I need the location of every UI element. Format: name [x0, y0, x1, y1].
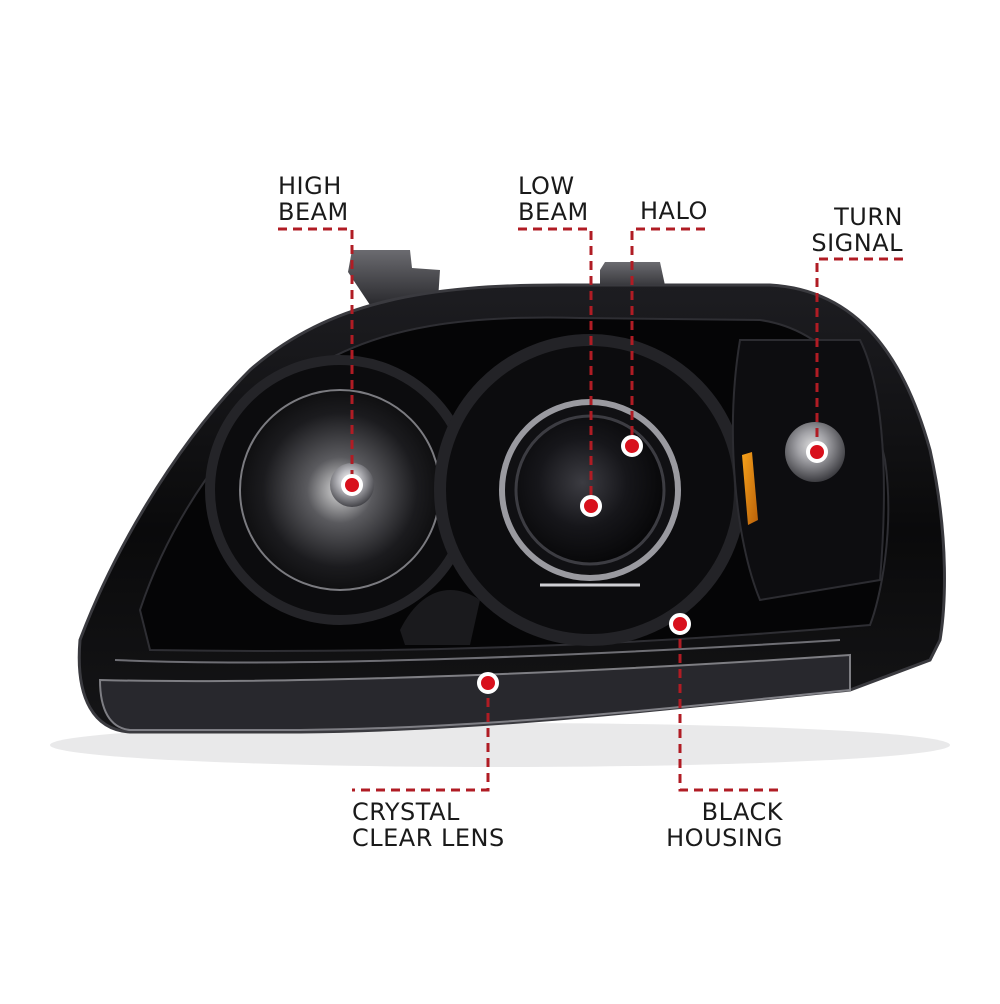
- label-high-beam-line2: BEAM: [278, 198, 349, 226]
- label-low-beam: LOW BEAM: [518, 173, 589, 225]
- label-black-housing-line1: BLACK: [701, 798, 783, 826]
- label-turn-signal: TURN SIGNAL: [811, 204, 903, 256]
- center-divider: [400, 590, 480, 645]
- callout-dot-crystal-clear-lens: [477, 672, 499, 694]
- callout-dot-low-beam: [580, 495, 602, 517]
- label-high-beam-line1: HIGH: [278, 172, 342, 200]
- label-crystal-clear-lens-line2: CLEAR LENS: [352, 824, 505, 852]
- crystal-clear-lens-trim: [98, 653, 851, 731]
- callout-line-low-beam: [518, 227, 593, 505]
- label-turn-signal-line2: SIGNAL: [811, 229, 903, 257]
- label-halo-line1: HALO: [640, 197, 708, 225]
- label-crystal-clear-lens-line1: CRYSTAL: [352, 798, 460, 826]
- lens-edge-highlight: [114, 639, 841, 664]
- callout-dots: [341, 435, 828, 694]
- callout-dot-high-beam: [341, 474, 363, 496]
- callout-dot-halo: [621, 435, 643, 457]
- callout-dot-black-housing: [669, 613, 691, 635]
- label-black-housing-line2: HOUSING: [666, 824, 783, 852]
- callout-dot-turn-signal: [806, 441, 828, 463]
- callout-line-turn-signal: [815, 257, 903, 452]
- label-crystal-clear-lens: CRYSTAL CLEAR LENS: [352, 799, 505, 851]
- callout-line-crystal-clear-lens: [352, 683, 490, 792]
- callout-line-high-beam: [278, 227, 354, 485]
- callout-line-halo: [630, 227, 705, 446]
- label-low-beam-line2: BEAM: [518, 198, 589, 226]
- label-halo: HALO: [640, 198, 708, 224]
- mounting-tab-left: [348, 250, 440, 305]
- label-high-beam: HIGH BEAM: [278, 173, 349, 225]
- floor-shadow: [50, 723, 950, 767]
- amber-reflector: [742, 452, 758, 525]
- callout-line-black-housing: [678, 624, 783, 792]
- label-turn-signal-line1: TURN: [834, 203, 903, 231]
- label-low-beam-line1: LOW: [518, 172, 575, 200]
- label-black-housing: BLACK HOUSING: [666, 799, 783, 851]
- callout-lines: [278, 227, 903, 792]
